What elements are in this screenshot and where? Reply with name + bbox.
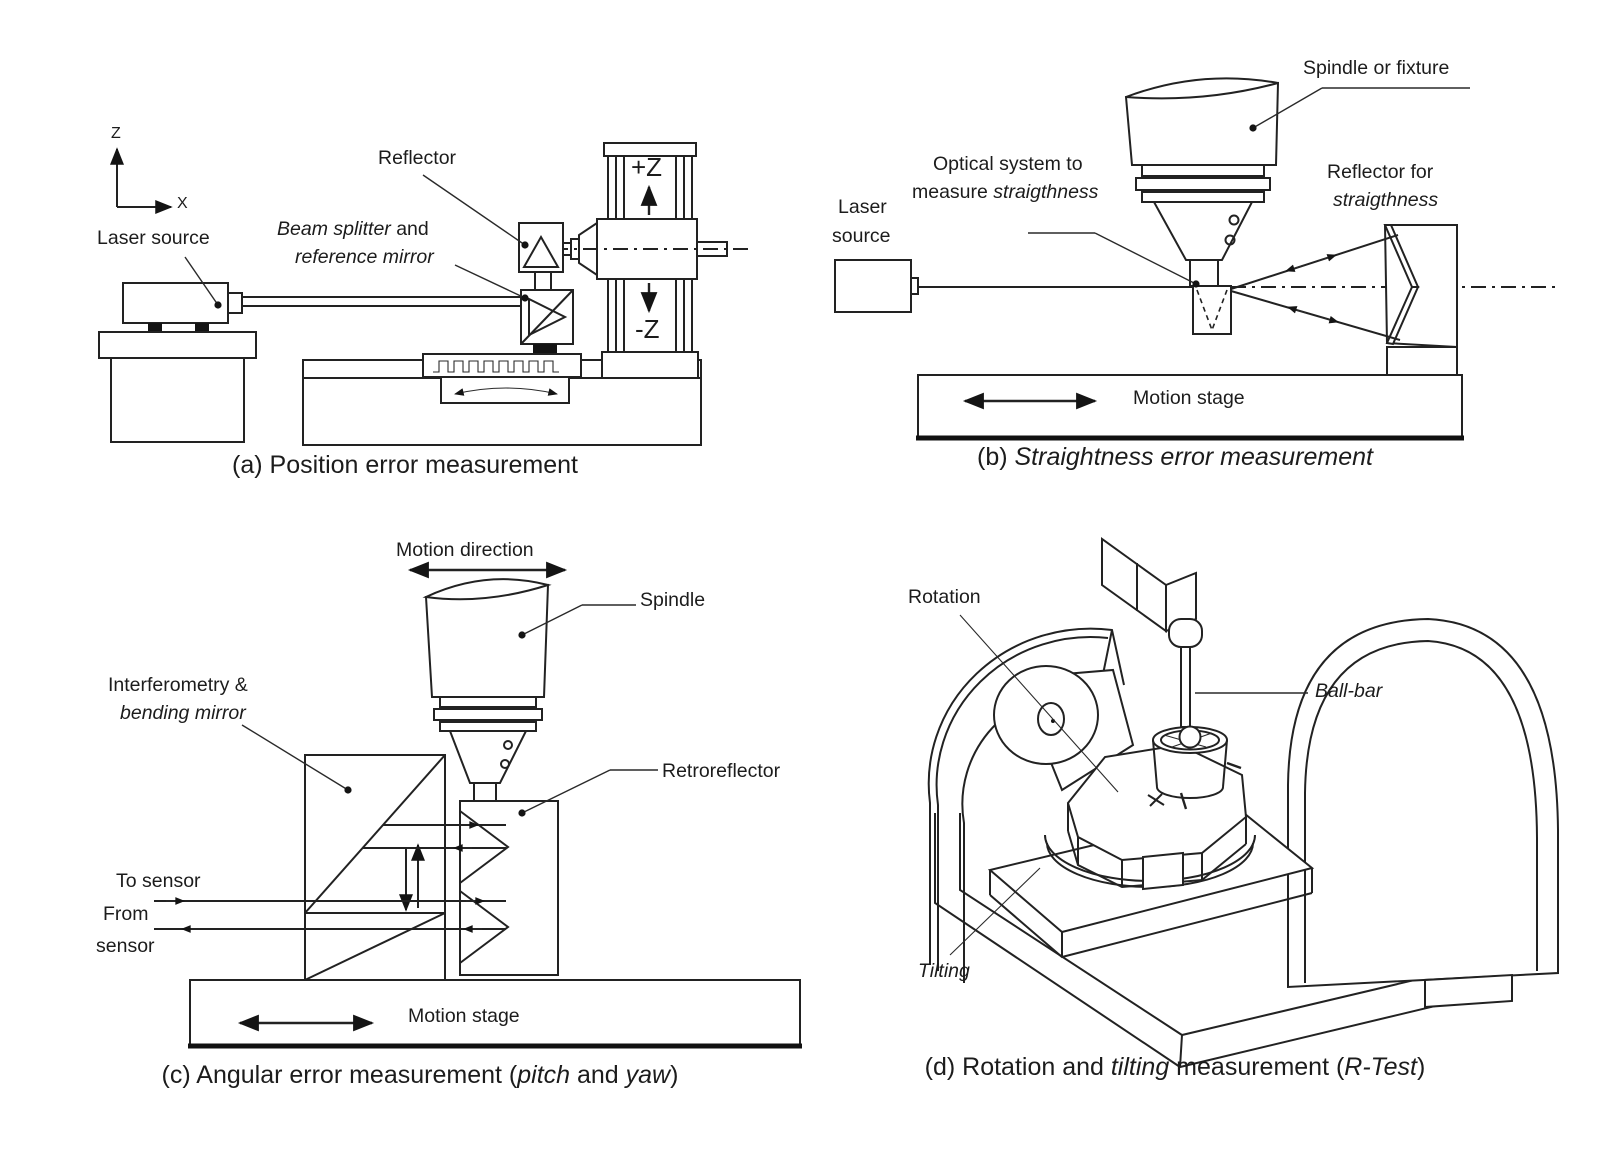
panel-a-position-error: Z X Laser source Reflector Beam splitter… — [55, 115, 795, 495]
right-dome-drawing — [1287, 617, 1559, 1009]
reflector-drawing — [518, 222, 564, 290]
motion-stage-drawing — [916, 374, 1464, 441]
interferometer-drawing — [304, 754, 446, 981]
panel-d-drawing — [927, 537, 1559, 1069]
reflector-for-label-line2: straigthness — [1333, 189, 1439, 211]
panel-c-drawing — [154, 561, 802, 1049]
panel-c-angular-error: Motion direction Spindle Interferometry … — [70, 525, 830, 1100]
beam-splitter-label-line2: reference mirror — [295, 246, 434, 268]
panel-b-straightness-error: Spindle or fixture Optical system to mea… — [810, 35, 1590, 485]
motion-stage-label: Motion stage — [408, 1005, 520, 1027]
laser-label-line2: source — [832, 225, 891, 247]
optical-system-drawing — [1192, 285, 1232, 335]
plus-z-label: +Z — [631, 152, 663, 182]
optical-system-label-line2: measure straigthness — [912, 181, 1099, 203]
motion-stage-drawing — [188, 979, 802, 1049]
leader-lines — [184, 174, 529, 309]
spindle-drawing — [422, 578, 552, 802]
reflector-for-label-line1: Reflector for — [1327, 161, 1434, 183]
panel-d-rotation-tilting: Rotation Ball-bar Tilting (d) Rotation a… — [850, 535, 1590, 1110]
leader-lines — [1028, 87, 1470, 288]
caption-c: (c) Angular error measurement (pitch and… — [161, 1061, 679, 1089]
flexure-stage-drawing — [422, 353, 582, 404]
beam-splitter-label-line1: Beam splitter and — [277, 218, 429, 240]
optical-system-label-line1: Optical system to — [933, 153, 1083, 175]
motion-direction-label: Motion direction — [396, 539, 534, 561]
ball-bar-drawing — [1168, 618, 1203, 728]
laser-source-label: Laser source — [97, 227, 210, 249]
axis-icon — [110, 147, 173, 214]
panel-b-drawing — [834, 77, 1560, 441]
cup-fixture-drawing — [1152, 725, 1242, 799]
leader-lines — [949, 614, 1308, 956]
laser-source-drawing — [834, 259, 1193, 313]
measurement-beams — [154, 821, 506, 933]
from-sensor-label-line2: sensor — [96, 935, 155, 957]
laser-label-line1: Laser — [838, 196, 887, 218]
reflector-label: Reflector — [378, 147, 457, 169]
from-sensor-label-line1: From — [103, 903, 149, 925]
ball-bar-label: Ball-bar — [1315, 680, 1383, 702]
beam-splitter-drawing — [520, 289, 574, 354]
spindle-label: Spindle — [640, 589, 706, 611]
retroreflector-label: Retroreflector — [662, 760, 781, 782]
measurement-beams — [1230, 234, 1401, 341]
interferometry-label-line1: Interferometry & — [108, 674, 248, 696]
spindle-drawing — [1124, 77, 1280, 287]
tilting-label: Tilting — [918, 960, 970, 982]
caption-b: (b) Straightness error measurement — [977, 443, 1373, 471]
panel-a-drawing — [98, 142, 751, 446]
rotation-label: Rotation — [908, 586, 981, 608]
caption-d: (d) Rotation and tilting measurement (R-… — [924, 1053, 1426, 1081]
rotary-table-drawing — [1044, 743, 1256, 891]
leader-lines — [241, 604, 658, 817]
caption-a: (a) Position error measurement — [232, 451, 578, 479]
interferometry-label-line2: bending mirror — [120, 702, 246, 724]
to-sensor-label: To sensor — [116, 870, 201, 892]
minus-z-label: -Z — [635, 314, 660, 344]
motion-stage-label: Motion stage — [1133, 387, 1245, 409]
laser-source-drawing — [98, 282, 522, 443]
reflector-drawing — [1383, 224, 1458, 376]
spindle-block-drawing — [553, 184, 751, 314]
spindle-or-fixture-label: Spindle or fixture — [1303, 57, 1450, 79]
axis-z-label: Z — [111, 125, 121, 142]
retroreflector-drawing — [459, 800, 559, 976]
spindle-drawing — [1101, 537, 1197, 633]
axis-x-label: X — [177, 195, 188, 212]
